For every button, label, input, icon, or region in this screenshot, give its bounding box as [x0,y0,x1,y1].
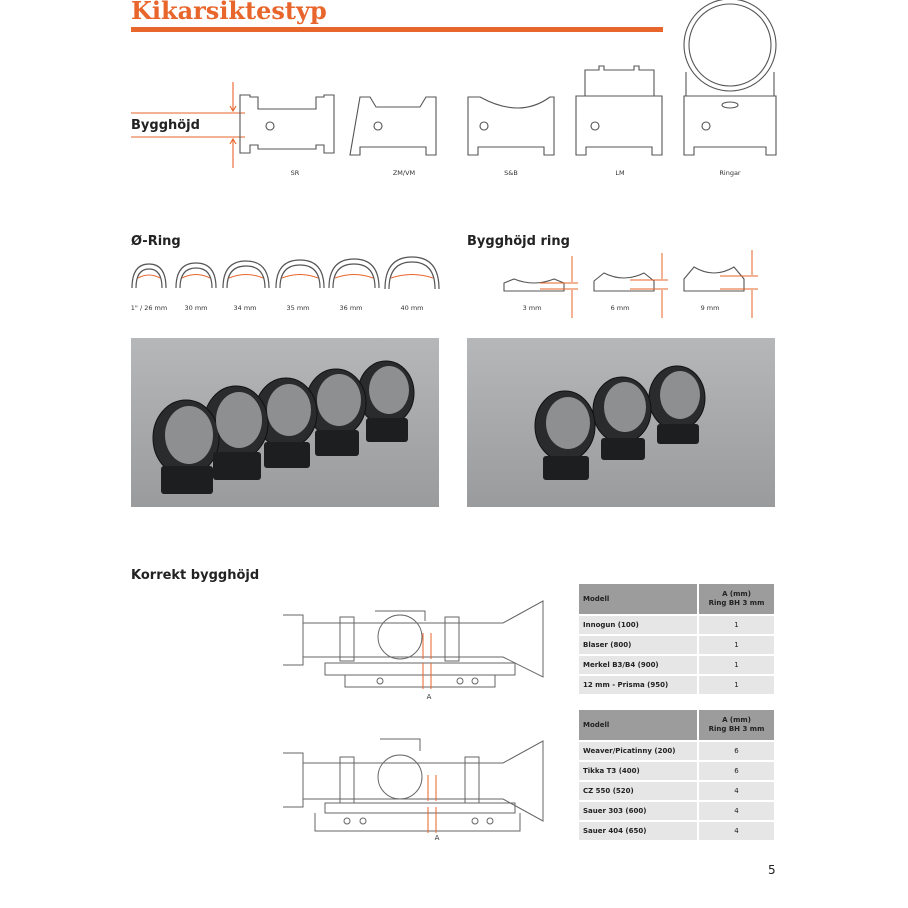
table-header-model: Modell [579,710,698,741]
model-cell: Sauer 303 (600) [579,800,698,821]
mount-type-label: LM [615,169,625,177]
table-row: Sauer 404 (650)4 [579,820,774,840]
model-cell: Innogun (100) [579,614,698,635]
table-row: Sauer 303 (600)4 [579,800,774,821]
table-row: Weaver/Picatinny (200)6 [579,740,774,761]
model-cell: Merkel B3/B4 (900) [579,654,698,675]
table-header-model: Modell [579,584,698,615]
ring-size-label: 35 mm [286,304,310,312]
table-row: Blaser (800)1 [579,634,774,655]
table-header-value-line2: Ring BH 3 mm [708,599,765,607]
ring-diameter-diagram [131,256,440,290]
model-cell: Tikka T3 (400) [579,760,698,781]
table-header-value: A (mm) Ring BH 3 mm [697,710,774,741]
value-cell: 6 [697,740,774,761]
table-header-row: Modell A (mm) Ring BH 3 mm [579,710,774,741]
ring-size-label: 34 mm [233,304,257,312]
ring-diameter-heading: Ø-Ring [131,234,181,249]
mount-type-label: SR [290,169,300,177]
value-cell: 4 [697,780,774,801]
height-table-2: Modell A (mm) Ring BH 3 mm Weaver/Picati… [579,710,774,840]
mount-type-label: S&B [504,169,518,177]
mount-types-diagram [131,0,777,168]
model-cell: Blaser (800) [579,634,698,655]
value-cell: 6 [697,760,774,781]
value-cell: 1 [697,654,774,675]
table-row: Tikka T3 (400)6 [579,760,774,781]
mount-type-label: ZM/VM [392,169,416,177]
scope-diagram-1 [283,600,544,689]
table-header-value: A (mm) Ring BH 3 mm [697,584,774,615]
scope-diagram-2 [283,738,544,833]
model-cell: Weaver/Picatinny (200) [579,740,698,761]
table-header-value-line1: A (mm) [722,590,751,598]
page-title: Kikarsiktestyp [131,0,327,25]
ring-height-diagram [503,250,758,318]
page-number: 5 [768,863,776,877]
dimension-a-label: A [434,834,440,842]
table-header-row: Modell A (mm) Ring BH 3 mm [579,584,774,615]
ring-height-photo [467,338,775,507]
ring-diameter-photo [131,338,439,507]
ring-size-label: 1" / 26 mm [130,304,168,312]
mount-type-label: Ringar [719,169,741,177]
ring-height-heading: Bygghöjd ring [467,234,570,249]
model-cell: Sauer 404 (650) [579,820,698,840]
model-cell: CZ 550 (520) [579,780,698,801]
value-cell: 4 [697,800,774,821]
value-cell: 1 [697,634,774,655]
build-height-label: Bygghöjd [131,118,200,133]
table-row: 12 mm - Prisma (950)1 [579,674,774,694]
table-row: Innogun (100)1 [579,614,774,635]
value-cell: 4 [697,820,774,840]
ring-size-label: 36 mm [339,304,363,312]
ring-size-label: 40 mm [400,304,424,312]
model-cell: 12 mm - Prisma (950) [579,674,698,694]
table-row: CZ 550 (520)4 [579,780,774,801]
ring-height-label: 6 mm [610,304,630,312]
ring-size-label: 30 mm [184,304,208,312]
title-underline [131,27,663,32]
dimension-a-label: A [426,693,432,701]
correct-height-heading: Korrekt bygghöjd [131,568,260,583]
table-header-value-line2: Ring BH 3 mm [708,725,765,733]
value-cell: 1 [697,614,774,635]
height-table-1: Modell A (mm) Ring BH 3 mm Innogun (100)… [579,584,774,694]
ring-height-label: 9 mm [700,304,720,312]
table-header-value-line1: A (mm) [722,716,751,724]
table-row: Merkel B3/B4 (900)1 [579,654,774,675]
value-cell: 1 [697,674,774,694]
ring-height-label: 3 mm [522,304,542,312]
